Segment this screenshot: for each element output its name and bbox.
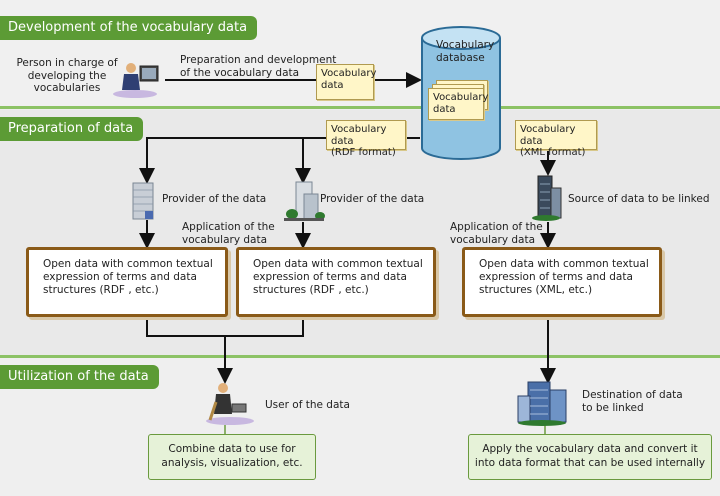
database-label: Vocabulary database (436, 39, 495, 64)
user-person-icon (206, 383, 254, 425)
developer-person-icon (113, 63, 159, 98)
database-vocabulary-document: Vocabulary data (428, 88, 488, 120)
xml-vocabulary-document: Vocabulary data (XML format) (515, 120, 597, 158)
preparation-process-label: Preparation and development of the vocab… (180, 54, 337, 79)
application-label: Application of the vocabulary data (182, 221, 275, 246)
apply-vocabulary-box: Apply the vocabulary data and convert it… (468, 434, 712, 480)
section-title-preparation: Preparation of data (0, 117, 144, 141)
developer-label: Person in charge of developing the vocab… (16, 57, 118, 94)
combine-data-box: Combine data to use for analysis, visual… (148, 434, 316, 480)
section-title-utilization: Utilization of the data (0, 365, 159, 389)
provider-label: Provider of the data (162, 193, 267, 205)
section-divider (0, 106, 720, 109)
provider-building-icon (284, 181, 325, 221)
section-divider (0, 355, 720, 358)
destination-building-icon (517, 381, 567, 426)
destination-label: Destination of data to be linked (582, 389, 683, 414)
provider-label: Provider of the data (320, 193, 425, 205)
application-label: Application of the vocabulary data (450, 221, 543, 246)
section-title-development: Development of the vocabulary data (0, 16, 258, 40)
rdf-vocabulary-document: Vocabulary data (RDF format) (326, 120, 406, 158)
user-label: User of the data (265, 399, 350, 411)
open-data-card: Open data with common textual expression… (26, 247, 228, 317)
vocabulary-data-document: Vocabulary data (316, 64, 376, 100)
merge-line (146, 318, 304, 337)
open-data-card: Open data with common textual expression… (236, 247, 436, 317)
source-label: Source of data to be linked (568, 193, 710, 205)
provider-building-icon (132, 182, 154, 220)
source-building-icon (532, 175, 562, 221)
open-data-card: Open data with common textual expression… (462, 247, 662, 317)
